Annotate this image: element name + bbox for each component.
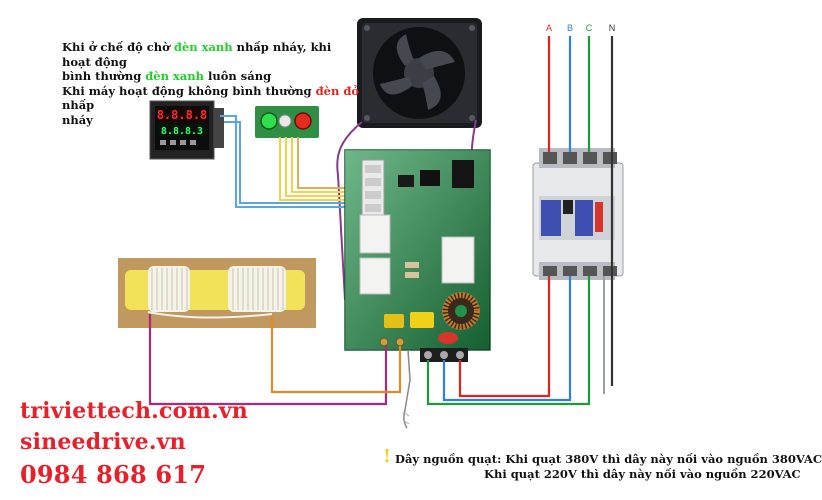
red-led bbox=[294, 112, 312, 130]
fan-power-note-line-1: Dây nguồn quạt: Khi quạt 380V thì dây nà… bbox=[395, 452, 822, 466]
fan-power-wire bbox=[403, 349, 411, 429]
note-line-1: Khi ở chế độ chờ đèn xanh nhấp nháy, khi… bbox=[62, 40, 332, 69]
note-line-4: nháy bbox=[62, 112, 93, 127]
center-led bbox=[278, 114, 292, 128]
phase-label-a: A bbox=[546, 23, 552, 33]
warning-mark-icon: ! bbox=[383, 446, 391, 467]
fan-power-wire-tip bbox=[402, 411, 410, 425]
output-wire-a bbox=[458, 276, 551, 398]
temperature-controller: 8.8.8.8 8.8.8.3 bbox=[149, 100, 224, 160]
red-light-text: đèn đỏ bbox=[315, 83, 360, 98]
green-led bbox=[260, 112, 278, 130]
fan-wire-2 bbox=[336, 121, 363, 301]
brand-website-1[interactable]: triviettech.com.vn bbox=[20, 398, 249, 424]
coil-wire-magenta bbox=[148, 314, 388, 406]
green-light-text: đèn xanh bbox=[173, 40, 233, 54]
cooling-fan bbox=[357, 18, 482, 128]
brand-phone[interactable]: 0984 868 617 bbox=[20, 460, 207, 489]
fan-power-note-line-2: Khi quạt 220V thì dây này nối vào nguồn … bbox=[484, 467, 801, 481]
controller-display-bottom: 8.8.8.3 bbox=[161, 126, 203, 137]
induction-heater-pcb bbox=[344, 149, 491, 362]
coil-wire-orange bbox=[270, 316, 402, 394]
induction-coil bbox=[118, 258, 316, 328]
note-line-2: bình thường đèn xanh luôn sáng bbox=[62, 69, 272, 83]
wiring-diagram: 8.8.8.8 8.8.8.3 bbox=[118, 18, 624, 429]
indicator-led-board bbox=[255, 106, 319, 138]
status-led-note: Khi ở chế độ chờ đèn xanh nhấp nháy, khi… bbox=[62, 40, 362, 127]
circuit-breaker bbox=[532, 148, 624, 280]
controller-display-top: 8.8.8.8 bbox=[157, 108, 208, 122]
phase-label-n: N bbox=[609, 23, 616, 33]
phase-label-b: B bbox=[567, 23, 573, 33]
brand-website-2[interactable]: sineedrive.vn bbox=[20, 429, 186, 455]
phase-label-c: C bbox=[586, 23, 593, 33]
signal-wires bbox=[220, 115, 362, 208]
note-line-3: Khi máy hoạt động không bình thường đèn … bbox=[62, 83, 360, 113]
output-wire-c bbox=[426, 276, 591, 406]
green-light-text: đèn xanh bbox=[145, 69, 205, 83]
output-wire-b bbox=[442, 276, 572, 402]
